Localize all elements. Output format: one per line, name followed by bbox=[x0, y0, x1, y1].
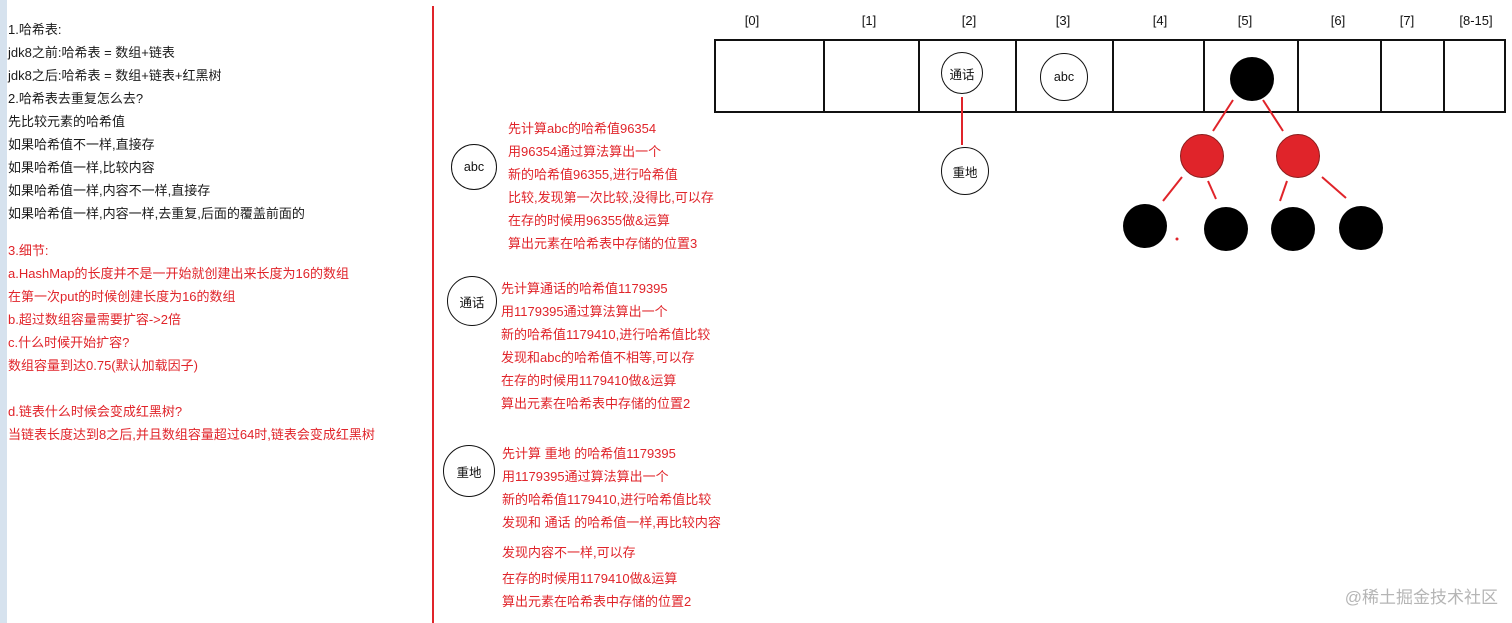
slot2-node: 通话 bbox=[941, 52, 983, 94]
array-cell-divider bbox=[823, 39, 825, 113]
element-label: abc bbox=[463, 160, 485, 174]
array-cell-divider bbox=[1443, 39, 1445, 113]
array-cell-divider bbox=[1112, 39, 1114, 113]
array-cell-divider bbox=[918, 39, 920, 113]
element-label: 通话 bbox=[459, 295, 485, 310]
array-index-label: [4] bbox=[1152, 13, 1168, 28]
explanation-line: 新的哈希值1179410,进行哈希值比较 bbox=[502, 492, 712, 507]
note-line: jdk8之前:哈希表 = 数组+链表 bbox=[8, 45, 175, 60]
stray-dot bbox=[1175, 237, 1179, 241]
tree-red-node bbox=[1180, 134, 1224, 178]
array-index-label: [8-15] bbox=[1459, 13, 1493, 28]
explanation-line: 发现和 通话 的哈希值一样,再比较内容 bbox=[502, 515, 721, 530]
array-index-label: [2] bbox=[961, 13, 977, 28]
note-line: 如果哈希值一样,内容一样,去重复,后面的覆盖前面的 bbox=[8, 206, 305, 221]
explanation-line: 算出元素在哈希表中存储的位置3 bbox=[508, 236, 698, 251]
explanation-line: 发现和abc的哈希值不相等,可以存 bbox=[501, 350, 695, 365]
chain-label: 重地 bbox=[952, 165, 978, 180]
array-cell-divider bbox=[1297, 39, 1299, 113]
chain-node: 重地 bbox=[941, 147, 989, 195]
detail-line: 当链表长度达到8之后,并且数组容量超过64时,链表会变成红黑树 bbox=[8, 427, 375, 442]
tree-leaf-node bbox=[1271, 207, 1315, 251]
explanation-line: 用1179395通过算法算出一个 bbox=[501, 304, 668, 319]
explanation-line: 用96354通过算法算出一个 bbox=[508, 144, 662, 159]
explanation-line: 新的哈希值96355,进行哈希值 bbox=[508, 167, 678, 182]
explanation-line: 在存的时候用96355做&运算 bbox=[508, 213, 670, 228]
element-zhongdi-circle: 重地 bbox=[443, 445, 495, 497]
tree-edge bbox=[1207, 180, 1217, 200]
tree-edge bbox=[1162, 176, 1183, 202]
tree-leaf-node bbox=[1123, 204, 1167, 248]
note-line: jdk8之后:哈希表 = 数组+链表+红黑树 bbox=[8, 68, 222, 83]
detail-line: 数组容量到达0.75(默认加载因子) bbox=[8, 358, 198, 373]
hash-array bbox=[714, 39, 1506, 113]
element-abc-circle: abc bbox=[451, 144, 497, 190]
array-index-label: [5] bbox=[1237, 13, 1253, 28]
tree-leaf-node bbox=[1339, 206, 1383, 250]
tree-root-node bbox=[1230, 57, 1274, 101]
array-index-label: [1] bbox=[861, 13, 877, 28]
note-line: 如果哈希值不一样,直接存 bbox=[8, 137, 155, 152]
explanation-line: 先计算通话的哈希值1179395 bbox=[501, 281, 668, 296]
explanation-line: 算出元素在哈希表中存储的位置2 bbox=[501, 396, 691, 411]
array-cell-divider bbox=[1015, 39, 1017, 113]
explanation-line: 用1179395通过算法算出一个 bbox=[502, 469, 669, 484]
array-index-label: [0] bbox=[744, 13, 760, 28]
tree-edge bbox=[1212, 99, 1234, 132]
note-line: 2.哈希表去重复怎么去? bbox=[8, 91, 144, 106]
tree-edge bbox=[1321, 176, 1347, 199]
explanation-line: 比较,发现第一次比较,没得比,可以存 bbox=[508, 190, 714, 205]
detail-line: c.什么时候开始扩容? bbox=[8, 335, 130, 350]
detail-line: 在第一次put的时候创建长度为16的数组 bbox=[8, 289, 236, 304]
tree-edge bbox=[1262, 99, 1284, 132]
explanation-line: 在存的时候用1179410做&运算 bbox=[501, 373, 677, 388]
detail-line: b.超过数组容量需要扩容->2倍 bbox=[8, 312, 181, 327]
explanation-line: 算出元素在哈希表中存储的位置2 bbox=[502, 594, 692, 609]
array-index-label: [7] bbox=[1399, 13, 1415, 28]
explanation-line: 先计算 重地 的哈希值1179395 bbox=[502, 446, 676, 461]
tree-edge bbox=[1279, 180, 1288, 202]
explanation-line: 在存的时候用1179410做&运算 bbox=[502, 571, 678, 586]
note-line: 1.哈希表: bbox=[8, 22, 62, 37]
tree-red-node bbox=[1276, 134, 1320, 178]
detail-line: d.链表什么时候会变成红黑树? bbox=[8, 404, 183, 419]
array-index-label: [6] bbox=[1330, 13, 1346, 28]
watermark-text: @稀土掘金技术社区 bbox=[1344, 588, 1498, 607]
vertical-divider bbox=[432, 6, 434, 623]
tree-leaf-node bbox=[1204, 207, 1248, 251]
detail-line: 3.细节: bbox=[8, 243, 49, 258]
explanation-line: 发现内容不一样,可以存 bbox=[502, 545, 636, 560]
note-line: 先比较元素的哈希值 bbox=[8, 114, 126, 129]
array-cell-divider bbox=[1380, 39, 1382, 113]
left-edge-strip bbox=[0, 0, 7, 623]
detail-line: a.HashMap的长度并不是一开始就创建出来长度为16的数组 bbox=[8, 266, 349, 281]
explanation-line: 新的哈希值1179410,进行哈希值比较 bbox=[501, 327, 711, 342]
slot2-label: 通话 bbox=[949, 67, 975, 82]
array-cell-divider bbox=[1203, 39, 1205, 113]
array-index-label: [3] bbox=[1055, 13, 1071, 28]
explanation-line: 先计算abc的哈希值96354 bbox=[508, 121, 657, 136]
element-label: 重地 bbox=[456, 465, 482, 480]
slot3-label: abc bbox=[1053, 70, 1075, 84]
note-line: 如果哈希值一样,比较内容 bbox=[8, 160, 155, 175]
note-line: 如果哈希值一样,内容不一样,直接存 bbox=[8, 183, 211, 198]
element-tonghua-circle: 通话 bbox=[447, 276, 497, 326]
slot3-node: abc bbox=[1040, 53, 1088, 101]
